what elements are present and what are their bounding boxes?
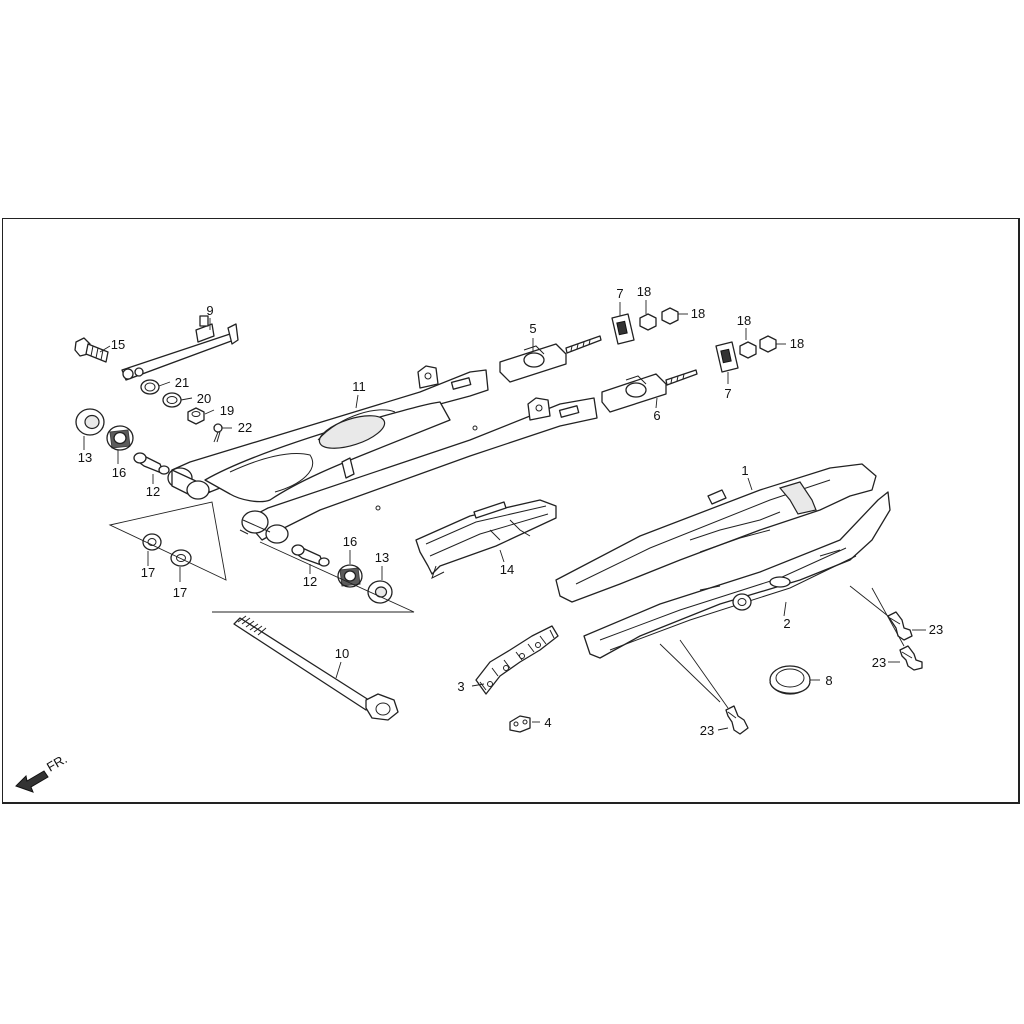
bolt-23-a [887, 611, 913, 641]
pivot-bolt-10 [233, 615, 399, 721]
callout-16-a: 16 [112, 465, 126, 480]
nut-18-d [759, 335, 777, 353]
callout-6: 6 [653, 408, 660, 423]
callout-21: 21 [175, 375, 189, 390]
needle-bearing-16-right [337, 564, 363, 588]
rubber-cap-8 [769, 665, 811, 695]
callout-16-b: 16 [343, 534, 357, 549]
callout-9: 9 [206, 303, 213, 318]
callout-14: 14 [500, 562, 514, 577]
callout-13-b: 13 [375, 550, 389, 565]
callout-15: 15 [111, 337, 125, 352]
callout-23-c: 23 [700, 723, 714, 738]
callout-23-a: 23 [929, 622, 943, 637]
callout-13-a: 13 [78, 450, 92, 465]
washer-17-a [142, 533, 162, 551]
drive-chain-3 [475, 625, 559, 695]
assembly-guide-lines [108, 501, 905, 709]
master-link-4 [509, 715, 531, 733]
callout-5: 5 [529, 321, 536, 336]
callout-8: 8 [825, 673, 832, 688]
callout-18-a: 18 [637, 284, 651, 299]
nut-18-a [639, 313, 657, 331]
chain-adjuster-6 [601, 369, 698, 413]
dust-seal-13-left [75, 408, 105, 436]
callout-12-b: 12 [303, 574, 317, 589]
callout-18-d: 18 [790, 336, 804, 351]
cotter-pin-22 [213, 423, 223, 443]
nut-18-b [661, 307, 679, 325]
washer-20 [162, 392, 182, 408]
chain-slider-14 [415, 499, 557, 579]
nut-19 [187, 407, 205, 425]
chain-case-1 [555, 463, 877, 603]
brake-arm-bracket [121, 315, 239, 381]
callout-3: 3 [457, 679, 464, 694]
washer-21 [140, 379, 160, 395]
collar-12-left [133, 452, 170, 475]
callout-7-a: 7 [616, 286, 623, 301]
callout-labels: 1 2 3 4 5 6 7 7 8 9 10 11 12 12 13 13 14… [78, 284, 943, 738]
chain-adjuster-5 [499, 335, 602, 383]
nut-18-c [739, 341, 757, 359]
callout-18-c: 18 [737, 313, 751, 328]
callout-2: 2 [783, 616, 790, 631]
bolt-23-c [725, 705, 749, 735]
callout-1: 1 [741, 463, 748, 478]
callout-20: 20 [197, 391, 211, 406]
callout-10: 10 [335, 646, 349, 661]
callout-4: 4 [544, 715, 551, 730]
callout-19: 19 [220, 403, 234, 418]
callout-18-b: 18 [691, 306, 705, 321]
bolt-15 [74, 337, 109, 363]
adjuster-plate-7-a [611, 313, 635, 345]
front-arrow-icon [15, 770, 49, 793]
collar-12-right [291, 544, 330, 567]
washer-17-b [170, 549, 192, 567]
front-label: FR. [44, 751, 70, 774]
needle-bearing-16-left [106, 425, 134, 451]
front-direction-indicator: FR. [15, 751, 70, 793]
dust-seal-13-right [367, 580, 393, 604]
adjuster-plate-7-b [715, 341, 739, 373]
callout-23-b: 23 [872, 655, 886, 670]
callout-22: 22 [238, 420, 252, 435]
callout-17-a: 17 [141, 565, 155, 580]
swingarm [167, 365, 598, 544]
chain-case-2 [583, 491, 891, 659]
callout-7-b: 7 [724, 386, 731, 401]
bolt-23-b [899, 645, 923, 671]
callout-17-b: 17 [173, 585, 187, 600]
callout-leaders [83, 300, 926, 731]
callout-11: 11 [352, 379, 366, 394]
callout-12-a: 12 [146, 484, 160, 499]
